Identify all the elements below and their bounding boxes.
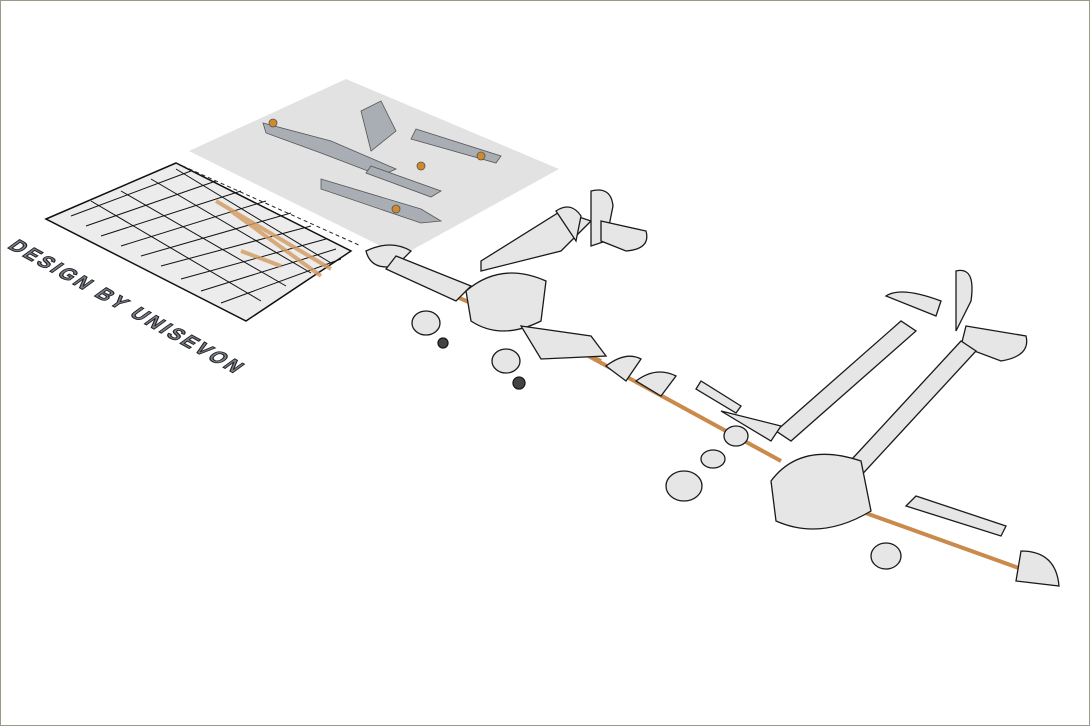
exploded-aircraft — [665, 269, 1060, 587]
decal-aircraft-silhouettes — [262, 100, 502, 224]
laser-cut-parts-sheet — [44, 162, 353, 322]
sheet-dashed-edge — [175, 162, 362, 247]
parts-sheet-outlines — [70, 168, 342, 304]
parts-sheet-wood-strips — [214, 199, 333, 278]
assembled-aircraft — [365, 189, 677, 397]
